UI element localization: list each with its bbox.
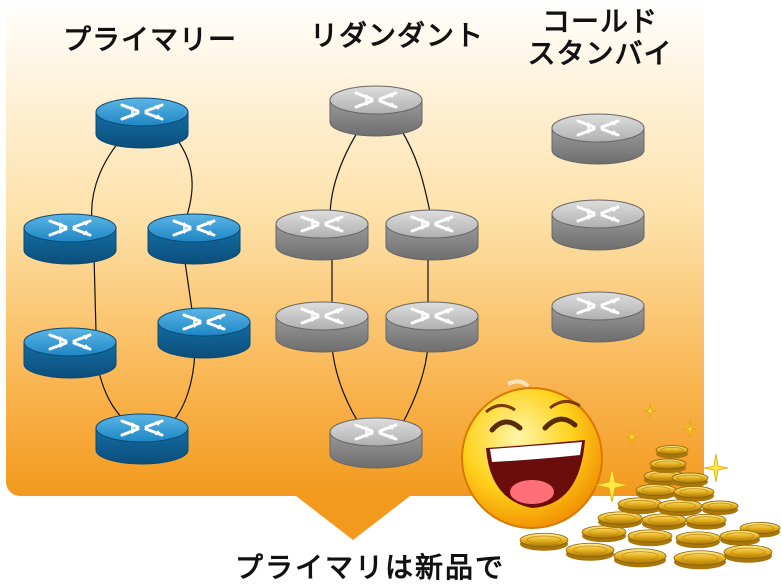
sparkle-icon: [595, 403, 729, 503]
header-primary: プライマリー: [62, 23, 237, 56]
router-icon: [551, 291, 645, 343]
router-icon: [23, 327, 117, 379]
coin: [641, 513, 687, 531]
router-icon: [157, 307, 251, 359]
coin: [649, 458, 687, 474]
coin: [519, 532, 569, 551]
coin: [565, 542, 615, 561]
header-cold-standby: コールド スタンバイ: [520, 6, 680, 70]
coin: [617, 497, 663, 515]
router-icon: [551, 113, 645, 165]
header-cold-line2: スタンバイ: [527, 37, 673, 70]
coin: [597, 511, 643, 529]
coin: [701, 500, 739, 516]
router-icon: [275, 209, 369, 261]
redundant-links: [329, 127, 431, 429]
caption-text: プライマリは新品で: [234, 551, 505, 584]
router-icon: [329, 85, 423, 137]
gold-coins-icon: [519, 445, 781, 570]
coin: [657, 499, 703, 517]
coin: [581, 525, 627, 543]
coin: [627, 529, 673, 547]
router-icon: [95, 97, 189, 149]
router-icon: [551, 199, 645, 251]
router-icon: [385, 301, 479, 353]
coin: [675, 531, 721, 549]
router-icon: [23, 213, 117, 265]
coin: [671, 472, 709, 488]
coin: [673, 485, 715, 502]
routers: [23, 85, 645, 469]
router-icon: [329, 417, 423, 469]
router-icon: [95, 413, 189, 465]
coin: [613, 548, 667, 568]
router-icon: [385, 209, 479, 261]
coin: [673, 550, 727, 570]
coin: [719, 530, 761, 546]
coin: [655, 445, 689, 459]
router-icon: [147, 213, 241, 265]
coin: [685, 514, 727, 530]
header-cold-line1: コールド: [541, 5, 658, 38]
coin: [723, 544, 773, 563]
router-icon: [275, 301, 369, 353]
primary-links: [91, 137, 196, 425]
header-redundant: リダンダント: [309, 19, 484, 52]
coin: [635, 483, 677, 500]
laughing-emoji-icon: [461, 379, 603, 529]
